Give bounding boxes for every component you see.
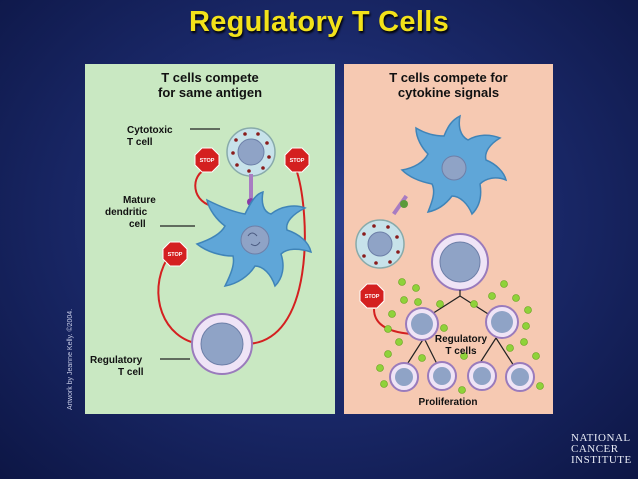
panel-cytokine-competition: T cells compete for cytokine signals STO… bbox=[344, 64, 553, 414]
label-dendritic-3: cell bbox=[129, 219, 146, 230]
label-regulatory-1: Regulatory bbox=[90, 355, 143, 366]
cytotoxic-t-cell bbox=[226, 127, 276, 177]
logo-line-1: NATIONAL bbox=[571, 432, 631, 444]
stop-text-3: STOP bbox=[168, 252, 183, 258]
inhibition-arrow-left-top bbox=[194, 168, 218, 208]
logo-line-2: CANCER bbox=[571, 443, 619, 455]
right-heading-line-1: T cells compete for bbox=[389, 70, 508, 85]
cytotoxic-t-cell-right bbox=[355, 219, 405, 269]
regulatory-t-cell bbox=[191, 313, 253, 375]
t-cell-receptor bbox=[249, 174, 253, 198]
stop-text-2: STOP bbox=[290, 158, 305, 164]
daughter-cell-2 bbox=[485, 305, 519, 339]
label-cytotoxic-1: Cytotoxic bbox=[127, 125, 173, 136]
stop-sign-3: STOP bbox=[162, 241, 188, 267]
contact-point-right bbox=[400, 200, 408, 208]
panel-antigen-competition: T cells compete for same antigen Cytotox… bbox=[85, 64, 335, 414]
stop-text-1: STOP bbox=[200, 158, 215, 164]
inhibition-arrow-cytokine bbox=[373, 308, 413, 335]
stop-sign-4: STOP bbox=[359, 283, 385, 309]
stop-sign-1: STOP bbox=[194, 147, 220, 173]
proliferated-cell-3 bbox=[467, 361, 497, 391]
label-regulatory-cells-2: T cells bbox=[445, 346, 477, 357]
label-cytotoxic-2: T cell bbox=[127, 137, 153, 148]
proliferated-cell-4 bbox=[505, 362, 535, 392]
left-panel-heading: T cells compete for same antigen bbox=[85, 70, 335, 100]
dendritic-cell bbox=[195, 190, 312, 288]
label-dendritic-2: dendritic bbox=[105, 207, 148, 218]
left-heading-line-1: T cells compete bbox=[161, 70, 259, 85]
inhibition-arrow-left-bottom bbox=[157, 258, 201, 345]
left-heading-line-2: for same antigen bbox=[157, 85, 263, 100]
stop-sign-2: STOP bbox=[284, 147, 310, 173]
lineage-lines-2 bbox=[405, 337, 515, 367]
antigen-competition-diagram: Cytotoxic T cell Mature dendritic cell R… bbox=[90, 125, 312, 378]
daughter-cell-1 bbox=[405, 307, 439, 341]
artwork-credit: Artwork by Jeanne Kelly. ©2004. bbox=[67, 308, 74, 410]
nci-logo: NATIONAL CANCER INSTITUTE bbox=[571, 433, 633, 466]
label-dendritic-1: Mature bbox=[123, 195, 156, 206]
inhibition-arrow-right bbox=[244, 171, 306, 345]
label-regulatory-2: T cell bbox=[118, 367, 144, 378]
parent-regulatory-cell bbox=[431, 233, 489, 291]
cytokine-competition-diagram: STOP bbox=[355, 114, 544, 408]
slide-title: Regulatory T Cells bbox=[188, 6, 449, 38]
stop-text-4: STOP bbox=[365, 294, 380, 300]
right-heading-line-2: cytokine signals bbox=[397, 85, 500, 100]
dendritic-cell-right bbox=[400, 114, 508, 216]
proliferated-cell-1 bbox=[389, 362, 419, 392]
proliferated-cell-2 bbox=[427, 361, 457, 391]
logo-line-3: INSTITUTE bbox=[571, 454, 632, 466]
label-proliferation: Proliferation bbox=[419, 397, 478, 408]
label-regulatory-cells-1: Regulatory bbox=[435, 334, 488, 345]
cytokine-dots bbox=[376, 278, 544, 394]
right-panel-heading: T cells compete for cytokine signals bbox=[344, 70, 553, 100]
receptor-stem-right bbox=[392, 194, 408, 216]
